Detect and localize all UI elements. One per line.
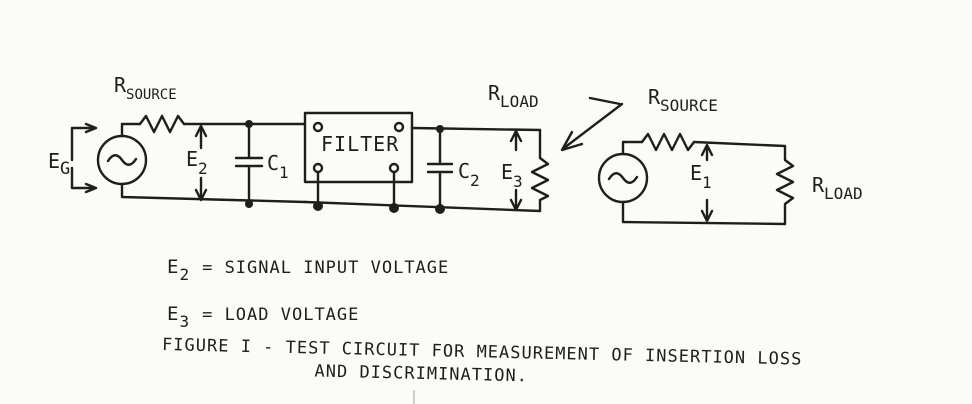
junction-dot (435, 204, 445, 214)
c1-label: C1 (267, 151, 289, 182)
r-load-equiv-label: RLOAD (812, 173, 863, 203)
arrow-head (700, 143, 714, 157)
arrow-head (84, 182, 98, 194)
c2-label: C2 (458, 159, 480, 190)
eg-bracket-top (70, 126, 94, 162)
bottom-wire-equiv (621, 200, 787, 226)
top-wire-right (410, 126, 542, 132)
eg-label: EG (48, 149, 70, 179)
arrow-head (194, 188, 208, 202)
wire (120, 122, 142, 138)
figure-caption: FIGURE I - TEST CIRCUIT FOR MEASUREMENT … (162, 335, 803, 387)
eg-bracket-bottom (70, 166, 94, 190)
bottom-wire-left (120, 182, 307, 204)
arrow-head (84, 122, 98, 134)
r-load-resistor (530, 128, 550, 213)
sine-icon (607, 172, 639, 184)
legend-e2: E2= SIGNAL INPUT VOLTAGE (167, 256, 449, 284)
e1-label: E1 (690, 161, 712, 192)
terminal (393, 121, 405, 133)
arrow-head (509, 198, 523, 212)
wire (692, 140, 795, 226)
equivalent-circuit (597, 132, 795, 226)
e3-label: E3 (501, 160, 523, 191)
legend: E2= SIGNAL INPUT VOLTAGE E3= LOAD VOLTAG… (167, 256, 449, 331)
r-source-equiv-resistor (640, 132, 696, 152)
junction-dot (245, 120, 253, 128)
r-source-resistor (138, 114, 186, 134)
sine-icon (106, 154, 138, 166)
e2-label: E2 (186, 147, 208, 178)
filter-label: FILTER (321, 132, 399, 156)
r-source-label: RSOURCE (114, 73, 177, 103)
caption-line-2: AND DISCRIMINATION. (314, 362, 528, 387)
c2-capacitor (426, 127, 454, 211)
legend-e3: E3= LOAD VOLTAGE (167, 303, 359, 331)
terminal (312, 121, 324, 133)
filter-box (303, 111, 414, 184)
arrow-head (509, 129, 523, 143)
component-labels: RSOURCE EG E2 C1 FILTER C2 E3 RLOAD RSOU… (48, 73, 863, 203)
r-source-equiv-label: RSOURCE (648, 85, 718, 115)
r-load-label: RLOAD (488, 81, 539, 111)
pointer-arrow (562, 102, 624, 150)
filter-ground-leads (316, 170, 396, 210)
wire (621, 140, 644, 156)
main-circuit (70, 96, 624, 214)
junction-dot (245, 200, 253, 208)
arrow-head (194, 124, 208, 138)
arrow-head (560, 130, 584, 152)
arrow-head (700, 209, 714, 223)
bottom-wire-middle (303, 200, 542, 213)
c1-capacitor (234, 122, 264, 206)
pointer-tick (588, 96, 622, 106)
